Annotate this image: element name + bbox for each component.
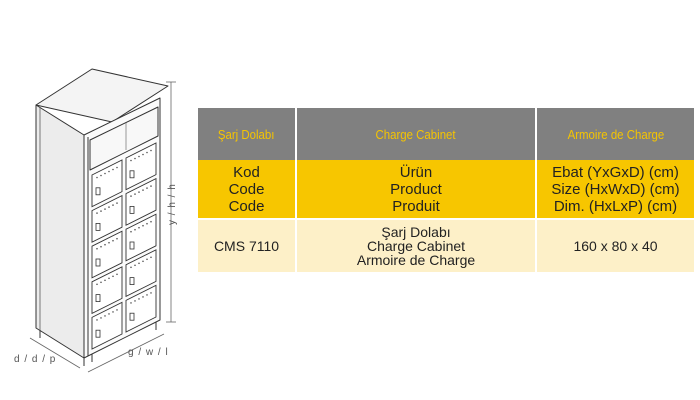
cabinet-top: [35, 68, 169, 123]
vent-dot: [150, 149, 152, 152]
vent-dot: [130, 266, 132, 269]
vent-dot: [142, 296, 144, 298]
locker-grid: [91, 142, 157, 350]
vent-dot: [112, 168, 114, 171]
vent-dot: [108, 277, 110, 280]
vent-dot: [116, 273, 118, 276]
vent-dot: [146, 151, 148, 154]
vent-dot: [150, 185, 152, 187]
vent-dot: [130, 302, 132, 304]
vent-dot: [134, 157, 136, 160]
vent-dot: [108, 241, 110, 244]
vent-dot: [142, 260, 144, 263]
vent-dot: [100, 210, 102, 212]
header-cell: Charge Cabinet: [296, 108, 537, 160]
vent-dot: [142, 224, 144, 227]
width-dimension-line: [87, 333, 165, 373]
depth-dimension-line: [29, 337, 81, 369]
vent-dot: [146, 294, 148, 296]
cabinet-top-door: [89, 106, 159, 171]
width-dimension-label: g / w / l: [128, 347, 169, 358]
lock-icon: [95, 294, 101, 303]
vent-dot: [134, 300, 136, 302]
vent-dot: [104, 279, 106, 282]
lock-icon: [95, 258, 101, 267]
vent-dot: [96, 247, 98, 250]
header-cell: Armoire de Charge: [536, 108, 694, 160]
vent-dot: [108, 170, 110, 173]
vent-dot: [104, 208, 106, 210]
product-code-cell: CMS 7110: [198, 219, 297, 272]
vent-dot: [142, 153, 144, 156]
vent-dot: [130, 195, 132, 197]
cabinet-side: [35, 104, 85, 359]
vent-dot: [112, 204, 114, 206]
vent-dot: [112, 311, 114, 313]
vent-dot: [100, 281, 102, 284]
vent-dot: [100, 174, 102, 177]
lock-icon: [95, 329, 101, 338]
lock-icon: [129, 205, 135, 214]
vent-dot: [96, 212, 98, 214]
vent-dot: [146, 187, 148, 189]
spec-table: Şarj Dolabı Charge Cabinet Armoire de Ch…: [198, 108, 694, 272]
vent-dot: [100, 317, 102, 319]
vent-dot: [104, 172, 106, 175]
table-header-row: Şarj Dolabı Charge Cabinet Armoire de Ch…: [198, 108, 694, 160]
vent-dot: [116, 166, 118, 169]
height-dimension-label: y / h / h: [167, 183, 178, 225]
vent-dot: [142, 189, 144, 191]
vent-dot: [150, 220, 152, 223]
table-label-row: Kod Code Code Ürün Product Produit Ebat …: [198, 160, 694, 220]
lock-icon: [129, 277, 135, 286]
vent-dot: [96, 283, 98, 286]
vent-dot: [112, 239, 114, 242]
table-row: CMS 7110 Şarj Dolabı Charge Cabinet Armo…: [198, 219, 694, 272]
lock-icon: [129, 170, 135, 179]
vent-dot: [116, 309, 118, 311]
vent-dot: [138, 191, 140, 193]
vent-dot: [138, 262, 140, 265]
vent-dot: [130, 159, 132, 162]
vent-dot: [146, 222, 148, 225]
vent-dot: [138, 298, 140, 300]
product-size-cell: 160 x 80 x 40: [536, 219, 694, 272]
depth-dimension-label: d / d / p: [14, 354, 57, 365]
vent-dot: [150, 256, 152, 259]
vent-dot: [116, 237, 118, 240]
vent-dot: [130, 230, 132, 233]
lock-icon: [129, 241, 135, 250]
vent-dot: [138, 226, 140, 229]
size-label-cell: Ebat (YxGxD) (cm) Size (HxWxD) (cm) Dim.…: [536, 160, 694, 220]
vent-dot: [146, 258, 148, 261]
product-name-cell: Şarj Dolabı Charge Cabinet Armoire de Ch…: [296, 219, 537, 272]
vent-dot: [116, 202, 118, 204]
vent-dot: [134, 228, 136, 231]
lock-icon: [95, 187, 101, 196]
vent-dot: [134, 193, 136, 195]
vent-dot: [96, 319, 98, 321]
vent-dot: [100, 245, 102, 248]
vent-dot: [150, 292, 152, 294]
vent-dot: [138, 155, 140, 158]
lock-icon: [95, 222, 101, 231]
vent-dot: [104, 315, 106, 317]
vent-dot: [96, 176, 98, 179]
code-label-cell: Kod Code Code: [198, 160, 297, 220]
lock-icon: [129, 312, 135, 321]
vent-dot: [108, 206, 110, 208]
cabinet-drawing: [29, 68, 176, 373]
vent-dot: [112, 275, 114, 278]
header-cell: Şarj Dolabı: [198, 108, 297, 160]
product-label-cell: Ürün Product Produit: [296, 160, 537, 220]
vent-dot: [108, 313, 110, 315]
vent-dot: [134, 264, 136, 267]
vent-dot: [104, 243, 106, 246]
